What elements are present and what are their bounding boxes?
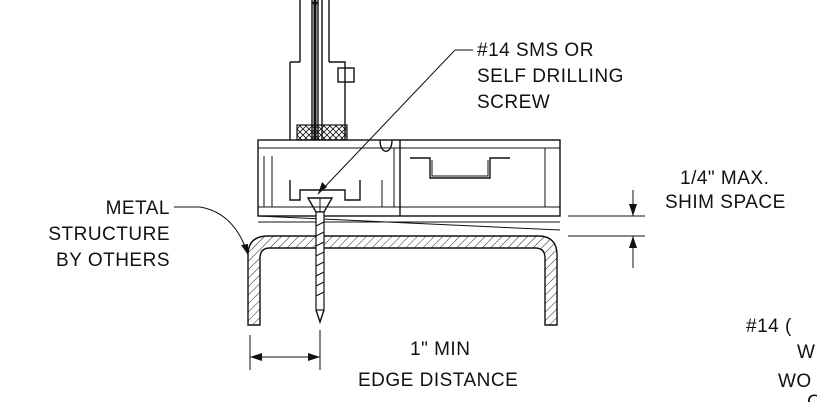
edge-label-1: 1" MIN [410,339,470,360]
edge-label-2: EDGE DISTANCE [358,370,518,391]
edge-dimension [249,330,321,370]
cut-label-4: C [807,392,817,402]
glass-mullion [289,0,355,141]
screw-label-3: SCREW [477,92,550,113]
metal-label-2: STRUCTURE [48,224,170,245]
cut-label-1: #14 ( [746,316,792,337]
setting-block [296,124,348,141]
sill-frame [257,139,561,217]
screw-label-1: #14 SMS OR [477,40,594,61]
shim-label-2: SHIM SPACE [665,192,786,213]
metal-label-1: METAL [106,198,170,219]
cut-label-2: W [797,342,815,363]
metal-label-3: BY OTHERS [56,250,170,271]
screw-label-2: SELF DRILLING [477,66,624,87]
metal-leader [174,206,249,256]
shim-label-1: 1/4" MAX. [680,168,769,189]
screw-icon [306,197,334,325]
shim-taper [257,215,561,231]
metal-structure-channel [247,235,558,326]
screw-leader [317,49,473,195]
cut-label-3: WO [778,371,812,392]
shim-dimension [568,190,645,268]
